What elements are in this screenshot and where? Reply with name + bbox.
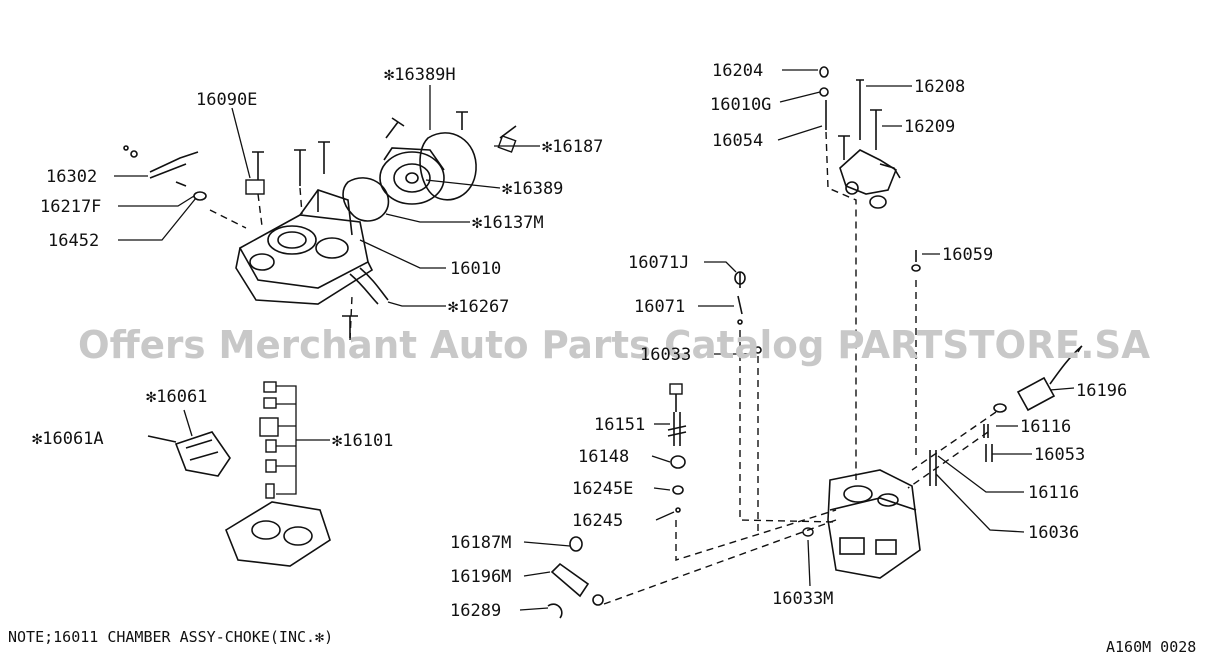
leader-lines [114, 69, 1075, 611]
label-16208: 16208 [914, 77, 965, 97]
label-16061A: ✻16061A [32, 429, 104, 449]
label-16389H: ✻16389H [384, 65, 456, 85]
label-16101: ✻16101 [332, 431, 393, 451]
label-16071J: 16071J [628, 253, 689, 273]
figure-code: A160M 0028 [1106, 638, 1196, 656]
label-16071: 16071 [634, 297, 685, 317]
label-16116-lower: 16116 [1028, 483, 1079, 503]
gasket-and-connector [147, 381, 331, 567]
label-16245E: 16245E [572, 479, 633, 499]
label-16209: 16209 [904, 117, 955, 137]
label-16137M: ✻16137M [472, 213, 544, 233]
watermark-text: Offers Merchant Auto Parts Catalog PARTS… [78, 323, 1151, 367]
label-16151: 16151 [594, 415, 645, 435]
label-16010G: 16010G [710, 95, 771, 115]
label-16389: ✻16389 [502, 179, 563, 199]
label-16196: 16196 [1076, 381, 1127, 401]
label-16033: 16033 [640, 345, 691, 365]
label-16148: 16148 [578, 447, 629, 467]
label-16059: 16059 [942, 245, 993, 265]
carburetor-top-assembly [123, 111, 517, 341]
label-16196M: 16196M [450, 567, 511, 587]
label-16033M: 16033M [772, 589, 833, 609]
label-16245: 16245 [572, 511, 623, 531]
label-16090E: 16090E [196, 90, 257, 110]
label-16036: 16036 [1028, 523, 1079, 543]
label-16217F: 16217F [40, 197, 101, 217]
label-16061: ✻16061 [146, 387, 207, 407]
label-16289: 16289 [450, 601, 501, 621]
label-16053: 16053 [1034, 445, 1085, 465]
label-16010: 16010 [450, 259, 501, 279]
label-16187: ✻16187 [542, 137, 603, 157]
label-16204: 16204 [712, 61, 763, 81]
label-16116-upper: 16116 [1020, 417, 1071, 437]
label-16452: 16452 [48, 231, 99, 251]
float-chamber-assembly [547, 66, 1085, 619]
note-text: NOTE;16011 CHAMBER ASSY-CHOKE(INC.✻) [8, 628, 333, 646]
label-16267: ✻16267 [448, 297, 509, 317]
label-16054: 16054 [712, 131, 763, 151]
label-16302: 16302 [46, 167, 97, 187]
label-16187M: 16187M [450, 533, 511, 553]
part-labels: ✻16389H 16090E ✻16187 16302 ✻16389 16217… [32, 61, 1127, 621]
